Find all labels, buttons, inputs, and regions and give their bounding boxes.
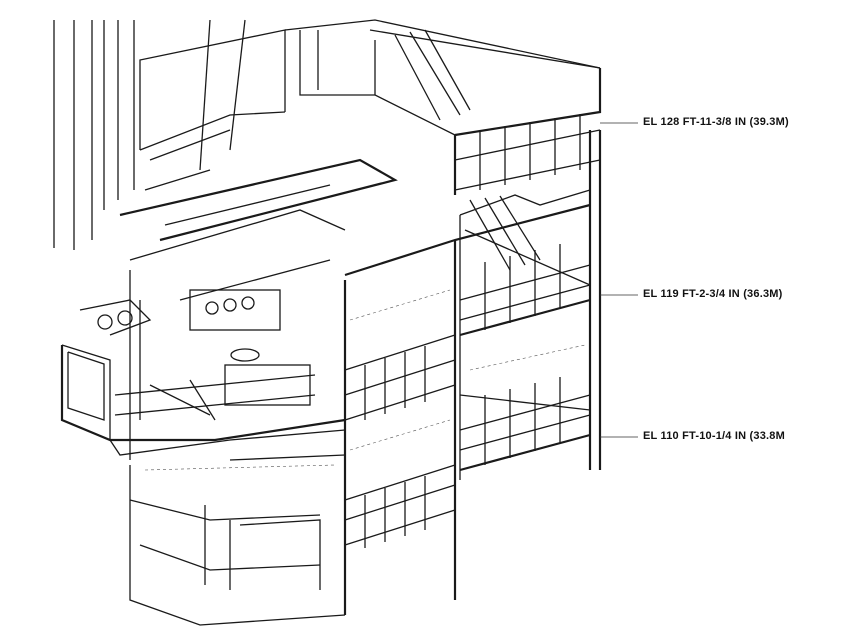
- lower-left-platform: [60, 344, 346, 456]
- left-frame-lines: [53, 19, 246, 250]
- upper-deck: [139, 19, 602, 195]
- middle-deck: [344, 189, 591, 340]
- bottom-enclosure: [129, 454, 346, 626]
- lower-deck: [459, 340, 591, 480]
- elevation-label-top: EL 128 FT-11-3/8 IN (39.3M): [643, 116, 789, 128]
- central-wall: [343, 240, 457, 615]
- right-column: [588, 122, 638, 470]
- elevation-label-bottom: EL 110 FT-10-1/4 IN (33.8M: [643, 430, 785, 442]
- elevation-label-middle: EL 119 FT-2-3/4 IN (36.3M): [643, 288, 783, 300]
- equipment-area: [79, 158, 398, 460]
